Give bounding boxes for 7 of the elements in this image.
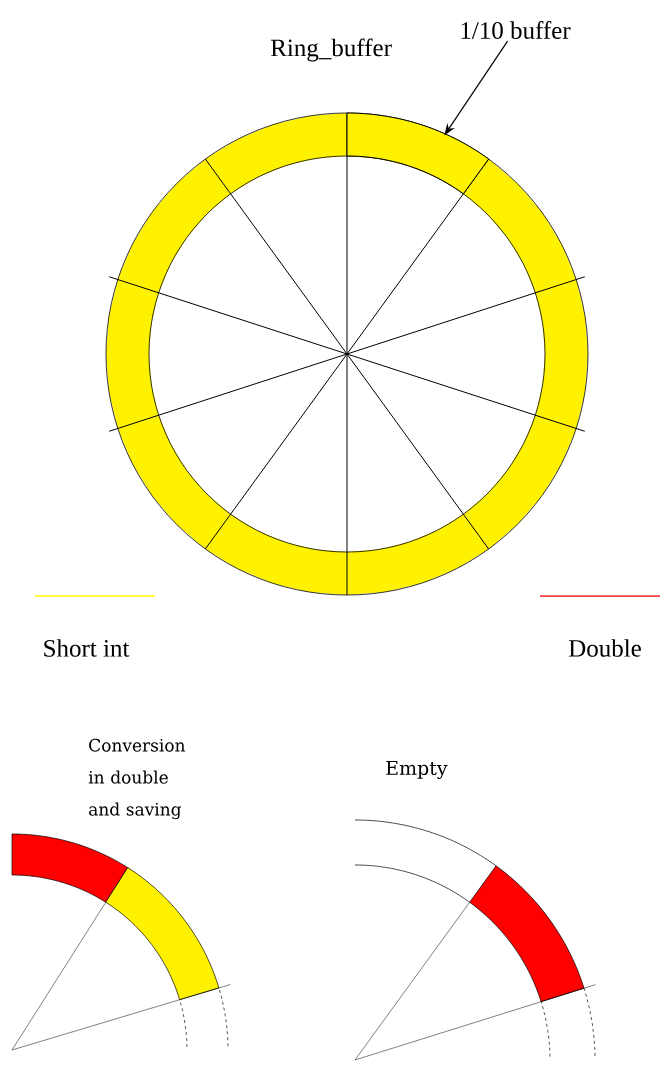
state-label: Empty: [386, 760, 448, 780]
legend-label: Short int: [44, 639, 130, 657]
segment-label: 1/10 buffer: [461, 21, 571, 39]
ring-segment: [346, 112, 490, 195]
legend-label: Double: [568, 639, 641, 657]
state-label: Conversion in double and saving: [88, 738, 186, 820]
ring-label: Ring_buffer: [270, 38, 392, 62]
